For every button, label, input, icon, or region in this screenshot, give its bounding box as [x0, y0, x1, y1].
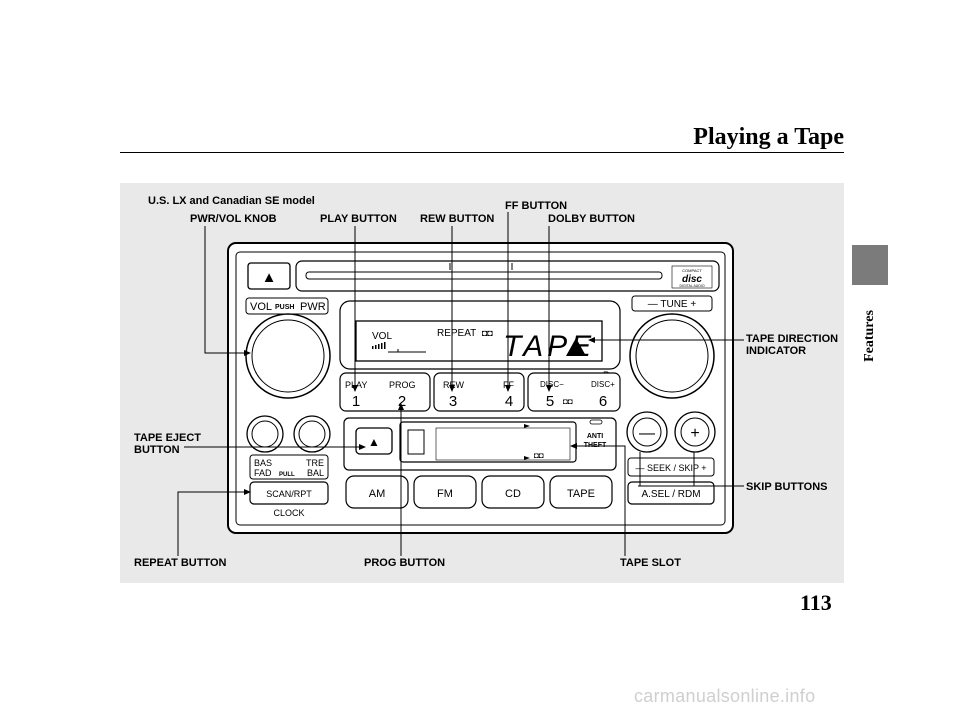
preset-button-3-4: [433, 372, 525, 412]
svg-text:TRE: TRE: [306, 458, 324, 468]
label-ff-button: FF BUTTON: [505, 200, 568, 212]
compact-disc-logo: [671, 265, 713, 289]
preset-label-prog: PROG: [389, 380, 416, 390]
svg-text:—: —: [639, 425, 655, 442]
preset-5-dolby: ◘◘: [563, 397, 573, 406]
cassette-dolby: ◘◘: [534, 451, 544, 460]
svg-text:CD: CD: [505, 488, 521, 500]
label-rew-button: REW BUTTON: [420, 213, 495, 225]
anti-theft-led: [589, 419, 603, 425]
svg-text:FM: FM: [437, 488, 453, 500]
svg-text:SCAN/RPT: SCAN/RPT: [266, 489, 312, 499]
clock-label: CLOCK: [273, 508, 304, 518]
label-prog-button: PROG BUTTON: [364, 557, 446, 569]
svg-text:VOL: VOL: [250, 301, 272, 313]
tape-window: [407, 429, 425, 455]
svg-text:COMPACT: COMPACT: [682, 268, 702, 273]
anti-theft-label-1: ANTI: [587, 433, 603, 440]
display-screen: [355, 320, 603, 362]
label-repeat-button: REPEAT BUTTON: [134, 557, 227, 569]
cd-button: [481, 475, 545, 509]
svg-text:BAL: BAL: [307, 468, 324, 478]
svg-text:DIGITAL AUDIO: DIGITAL AUDIO: [679, 284, 704, 288]
stereo-bezel: [235, 251, 726, 526]
tune-label: [631, 295, 713, 312]
svg-text:— SEEK / SKIP +: — SEEK / SKIP +: [635, 463, 706, 473]
cd-eject-button: [247, 262, 291, 290]
model-note: U.S. LX and Canadian SE model: [148, 195, 315, 207]
svg-text:disc: disc: [682, 274, 702, 285]
cd-eject-icon: ▲: [262, 269, 277, 286]
section-tab: [852, 245, 888, 285]
preset-number-5: 5: [546, 393, 554, 410]
scan-rpt-button: [249, 481, 329, 505]
svg-text:PULL: PULL: [279, 472, 295, 478]
asel-rdm-button: [627, 481, 715, 505]
svg-text:BAS: BAS: [254, 458, 272, 468]
tone-label: [249, 454, 329, 480]
svg-text:▲: ▲: [368, 435, 380, 449]
page-number: 113: [800, 590, 832, 615]
preset-button-1-2: [339, 372, 431, 412]
svg-text:TAPE: TAPE: [567, 488, 595, 500]
label-tape-eject-1: TAPE EJECT: [134, 432, 202, 444]
svg-text:FAD: FAD: [254, 468, 272, 478]
display-repeat: REPEAT: [437, 328, 476, 339]
leader-lines: [177, 212, 744, 556]
cd-slot: [305, 271, 663, 280]
tape-door: [399, 421, 577, 463]
preset-label-disc-plus: DISC+: [591, 380, 615, 389]
am-button: [345, 475, 409, 509]
leader-arrows: [244, 337, 595, 495]
preset-number-4: 4: [505, 393, 513, 410]
tape-button: [549, 475, 613, 509]
watermark: carmanualsonline.info: [634, 686, 816, 706]
label-tape-direction-1: TAPE DIRECTION: [746, 333, 839, 345]
svg-text:A.SEL / RDM: A.SEL / RDM: [641, 489, 700, 500]
title-rule: [120, 152, 844, 153]
preset-number-3: 3: [449, 393, 457, 410]
tape-eject-button: [355, 427, 393, 455]
pwr-vol-knob-inner: [251, 319, 325, 393]
seek-skip-label: [627, 457, 715, 477]
page-title: Playing a Tape: [693, 124, 844, 150]
display-dolby: ◘◘: [482, 328, 493, 338]
label-dolby-button: DOLBY BUTTON: [548, 213, 635, 225]
preset-number-1: 1: [352, 393, 360, 410]
svg-text:— TUNE +: — TUNE +: [648, 299, 697, 310]
svg-text:AM: AM: [369, 488, 386, 500]
label-play-button: PLAY BUTTON: [320, 213, 397, 225]
fm-button: [413, 475, 477, 509]
label-skip-buttons: SKIP BUTTONS: [746, 481, 828, 493]
preset-number-6: 6: [599, 393, 607, 410]
label-pwr-vol-knob: PWR/VOL KNOB: [190, 213, 277, 225]
svg-text:+: +: [690, 425, 699, 442]
tune-knob-inner: [635, 319, 709, 393]
label-tape-direction-2: INDICATOR: [746, 345, 807, 357]
tape-slot: [435, 427, 571, 461]
label-tape-slot: TAPE SLOT: [620, 557, 681, 569]
preset-button-5-6: [527, 372, 621, 412]
svg-text:PWR: PWR: [300, 301, 326, 313]
preset-number-2: 2: [398, 393, 406, 410]
label-tape-eject-2: BUTTON: [134, 444, 180, 456]
preset-label-disc-minus: DISC−: [540, 380, 564, 389]
display-vol-meter: [372, 342, 426, 353]
display-vol: VOL: [372, 331, 392, 342]
svg-text:PUSH: PUSH: [275, 304, 294, 311]
tape-direction-indicator: [566, 338, 586, 356]
